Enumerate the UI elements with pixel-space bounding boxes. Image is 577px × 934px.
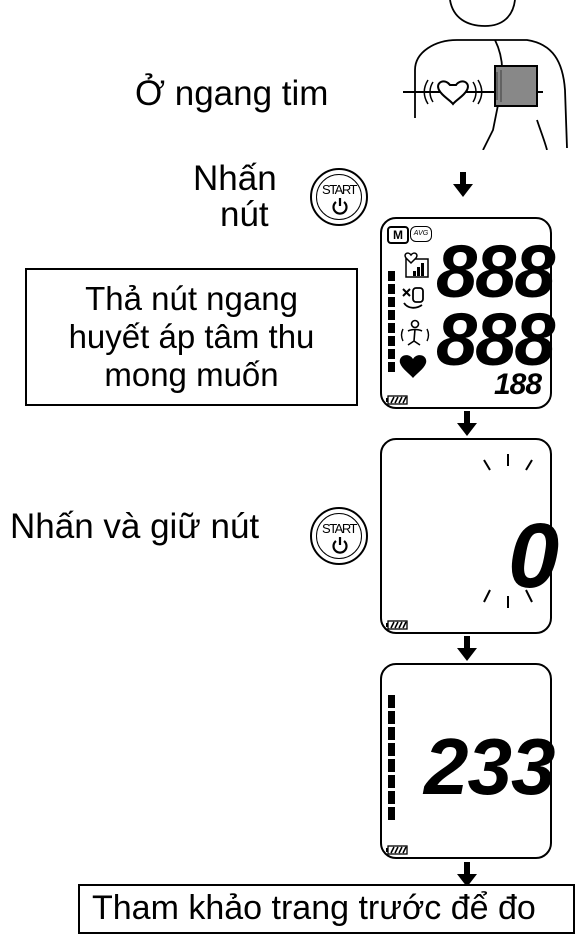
lcd-value-digits: 233 — [424, 722, 555, 811]
movement-icon — [400, 319, 430, 346]
battery-icon — [386, 845, 408, 855]
battery-icon — [386, 620, 408, 630]
down-arrow-icon — [453, 172, 473, 197]
memory-icon: M — [387, 226, 409, 244]
lcd-small-digits: 188 — [494, 368, 542, 401]
start-button-label: START — [322, 182, 357, 197]
down-arrow-icon — [457, 862, 477, 887]
lcd-zero-digit: 0 — [508, 505, 560, 607]
press-label-line2: nút — [220, 195, 269, 234]
start-power-button-icon[interactable]: START — [310, 168, 368, 226]
blink-marks — [483, 454, 533, 608]
lcd-zero-display: 0 — [380, 438, 559, 634]
refer-text: Tham khảo trang trước để đo — [92, 889, 536, 927]
heart-pulse-icon — [423, 79, 483, 106]
down-arrow-icon — [457, 411, 477, 436]
person-arm-cuff-icon — [403, 0, 568, 150]
press-hold-label: Nhấn và giữ nút — [10, 507, 260, 546]
lcd-top-digits: 888 — [436, 230, 555, 313]
release-line-3: mong muốn — [104, 356, 279, 393]
heart-level-label: Ở ngang tim — [135, 74, 329, 113]
cuff-wrap-icon — [402, 287, 424, 309]
release-instruction-box: Thả nút ngang huyết áp tâm thu mong muốn — [25, 268, 358, 406]
start-power-button-icon[interactable]: START — [310, 507, 368, 565]
release-line-2: huyết áp tâm thu — [68, 318, 315, 355]
heart-icon — [399, 355, 427, 378]
irregular-heartbeat-icon — [404, 252, 429, 278]
lcd-value-display: 233 — [380, 663, 555, 859]
release-line-1: Thả nút ngang — [85, 280, 298, 317]
down-arrow-icon — [457, 636, 477, 661]
lcd-all-segments: M AVG 888 888 188 — [380, 217, 555, 409]
pressure-bar-icon — [388, 271, 395, 372]
start-button-label: START — [322, 521, 357, 536]
press-label-line1: Nhấn — [193, 159, 277, 198]
lcd-mid-digits: 888 — [436, 298, 555, 381]
average-icon: AVG — [410, 226, 432, 242]
pressure-bar-icon — [388, 695, 395, 820]
battery-icon — [386, 395, 408, 405]
refer-instruction-box: Tham khảo trang trước để đo — [78, 884, 575, 934]
